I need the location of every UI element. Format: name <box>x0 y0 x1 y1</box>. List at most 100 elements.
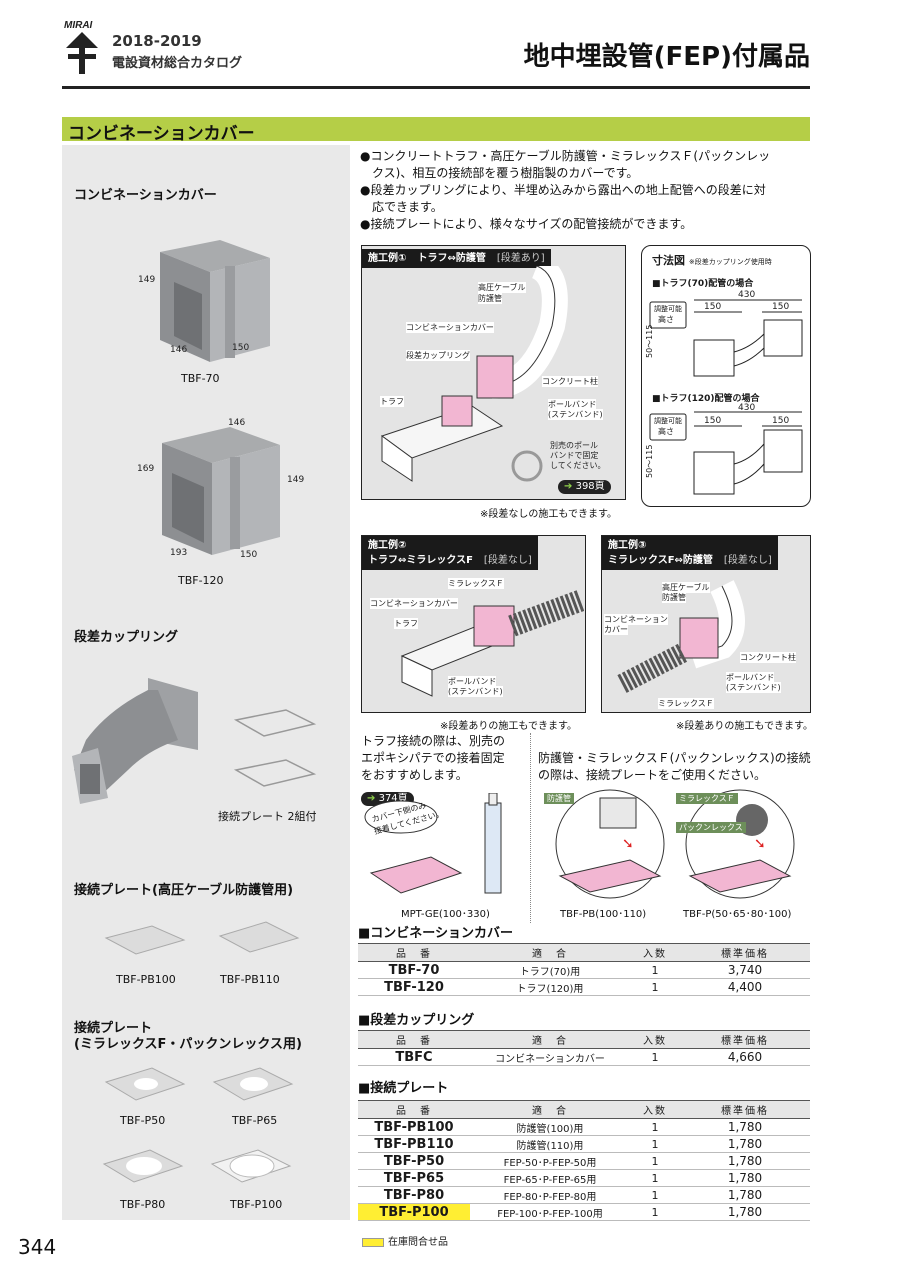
col-code: 品 番 <box>358 1100 470 1119</box>
p-plate-heading-1: 接続プレート <box>74 1021 153 1036</box>
tag-cable2: 防護管 <box>478 293 502 304</box>
example2-illustration <box>400 589 584 697</box>
sep-note2: バンドで固定 <box>550 451 599 460</box>
tag-band: ポールバンド <box>726 672 775 683</box>
tag-concrete: コンクリート柱 <box>542 376 598 387</box>
sep-note3: してください。 <box>550 461 606 470</box>
tag-cover: コンビネーションカバー <box>370 598 458 609</box>
plate-tip: 防護管・ミラレックスＦ(パックンレックス)の接続 の際は、接続プレートをご使用く… <box>538 750 811 784</box>
coupling-illustration <box>72 678 198 804</box>
header-divider <box>62 86 810 89</box>
example3-illustration <box>617 580 745 693</box>
tip-line: エポキシパテでの接着固定 <box>361 751 505 765</box>
bullet-line: クス)、相互の接続部を覆う樹脂製のカバーです。 <box>360 166 639 180</box>
dim-title: 寸法図 ※段差カップリング使用時 <box>652 254 772 267</box>
tag-concrete: コンクリート柱 <box>740 652 796 663</box>
tbf70-depth-dim: 146 <box>170 345 188 355</box>
coupling-table-title: ■段差カップリング <box>358 1013 475 1028</box>
tag-mira: ミラレックスＦ <box>448 578 504 589</box>
tag-cable2: 防護管 <box>662 592 686 603</box>
p50-illustration <box>104 1067 186 1101</box>
dim-range: 50～115 <box>645 444 654 478</box>
tbf120-height2-dim: 149 <box>287 475 305 485</box>
tip-line: の際は、接続プレートをご使用ください。 <box>538 768 767 782</box>
page-ref-398[interactable]: ➔ 398頁 <box>558 474 611 494</box>
p80-label: TBF-P80 <box>120 1198 166 1211</box>
coupling-heading: 段差カップリング <box>74 630 179 645</box>
dim-case2: ■トラフ(120)配管の場合 <box>652 394 760 404</box>
dim-adj2: 高さ <box>658 427 674 436</box>
sep-note1: 別売のポール <box>550 441 598 450</box>
col-price: 標準価格 <box>680 1100 810 1119</box>
p-caption: TBF-P(50･65･80･100) <box>683 909 792 920</box>
example3-note: ※段差ありの施工もできます。 <box>676 721 813 732</box>
plate-usage-illustration: ➘ ➘ <box>555 789 795 899</box>
col-price: 標準価格 <box>680 943 810 962</box>
p100-label: TBF-P100 <box>230 1198 283 1211</box>
bullet-line: ●接続プレートにより、様々なサイズの配管接続ができます。 <box>360 217 693 231</box>
plate-set-note: 接続プレート 2組付 <box>218 810 317 823</box>
p50-label: TBF-P50 <box>120 1114 166 1127</box>
catalog-year: 2018-2019 <box>112 32 202 50</box>
label-mira: ミラレックスＦ <box>676 793 738 804</box>
tip-line: トラフ接続の際は、別売の <box>361 734 506 748</box>
tbf70-height-dim: 149 <box>138 275 156 285</box>
dim-adj2: 高さ <box>658 315 674 324</box>
dim-total: 430 <box>738 290 756 300</box>
tbf120-height-dim: 169 <box>137 464 155 474</box>
tip-line: をおすすめします。 <box>361 768 468 782</box>
bullet-line: 応できます。 <box>360 200 443 214</box>
stock-legend: 在庫問合せ品 <box>362 1233 448 1248</box>
dim-left: 150 <box>704 302 722 312</box>
p80-illustration <box>102 1149 184 1183</box>
col-qty: 入数 <box>630 943 680 962</box>
tbf120-depth-dim: 146 <box>228 418 246 428</box>
tbf120-illustration <box>162 427 280 555</box>
pb100-illustration <box>104 925 186 955</box>
dim-right: 150 <box>772 302 790 312</box>
tag-band: ポールバンド <box>548 399 597 410</box>
tag-band2: (ステンバンド) <box>726 682 781 693</box>
tag-mira: ミラレックスＦ <box>658 698 714 709</box>
tag-cable: 高圧ケーブル <box>478 282 526 293</box>
example1-note: ※段差なしの施工もできます。 <box>480 509 617 520</box>
tag-trough: トラフ <box>380 396 404 407</box>
p65-illustration <box>212 1067 294 1101</box>
tbf120-width2-dim: 150 <box>240 550 258 560</box>
combo-table-title: ■コンビネーションカバー <box>358 926 514 941</box>
tbf70-label: TBF-70 <box>181 372 220 385</box>
dim-adj1: 調整可能 <box>654 417 682 425</box>
mpt-caption: MPT-GE(100･330) <box>401 909 490 920</box>
p-plate-heading-2: (ミラレックスF・パックンレックス用) <box>74 1037 302 1052</box>
tag-band2: (ステンバンド) <box>448 686 503 697</box>
tag-cable: 高圧ケーブル <box>662 582 710 593</box>
svg-text:➘: ➘ <box>622 836 634 852</box>
stock-inquiry-code: TBF-P100 <box>358 1203 470 1221</box>
p100-illustration <box>210 1149 292 1183</box>
tip-line: 防護管・ミラレックスＦ(パックンレックス)の接続 <box>538 751 811 765</box>
dim-left: 150 <box>704 416 722 426</box>
col-qty: 入数 <box>630 1100 680 1119</box>
dim-adj1: 調整可能 <box>654 305 682 313</box>
col-code: 品 番 <box>358 1030 470 1049</box>
col-fit: 適 合 <box>470 1030 630 1049</box>
col-fit: 適 合 <box>470 943 630 962</box>
epoxy-tip: トラフ接続の際は、別売の エポキシパテでの接着固定 をおすすめします。 ➔ 37… <box>361 733 531 923</box>
tag-cover2: カバー <box>604 624 628 635</box>
dim-case1: ■トラフ(70)配管の場合 <box>652 279 754 289</box>
legend-text: 在庫問合せ品 <box>388 1237 448 1248</box>
example1-panel: 施工例① トラフ⇔防護管 [段差あり] 高圧ケーブル 防護管 コンビネーションカ… <box>361 245 626 500</box>
